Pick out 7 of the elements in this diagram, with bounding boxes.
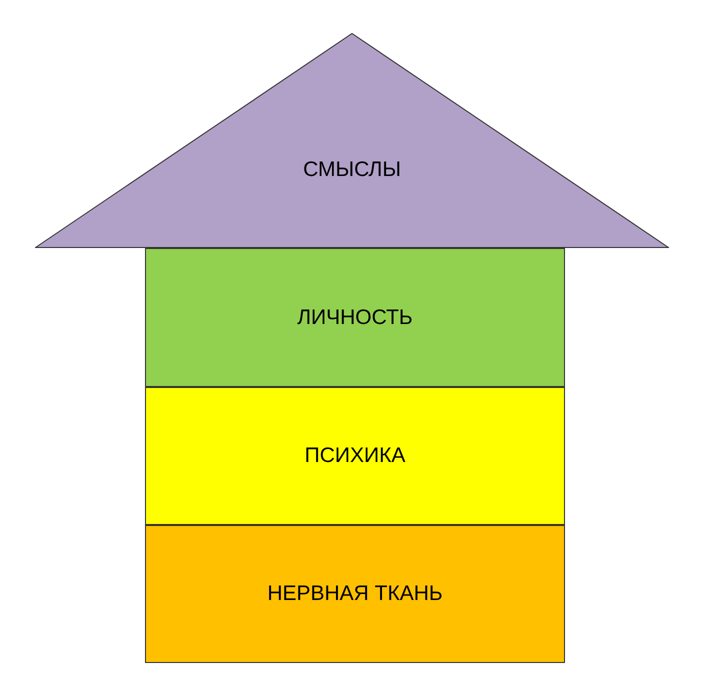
layer-box	[145, 387, 565, 525]
layer-box	[145, 248, 565, 387]
layer-label: ЛИЧНОСТЬ	[297, 306, 413, 330]
layer-box	[145, 525, 565, 663]
layer-label: НЕРВНАЯ ТКАНЬ	[267, 582, 443, 606]
layer-label: СМЫСЛЫ	[303, 158, 401, 182]
layer-label: ПСИХИКА	[304, 444, 406, 468]
